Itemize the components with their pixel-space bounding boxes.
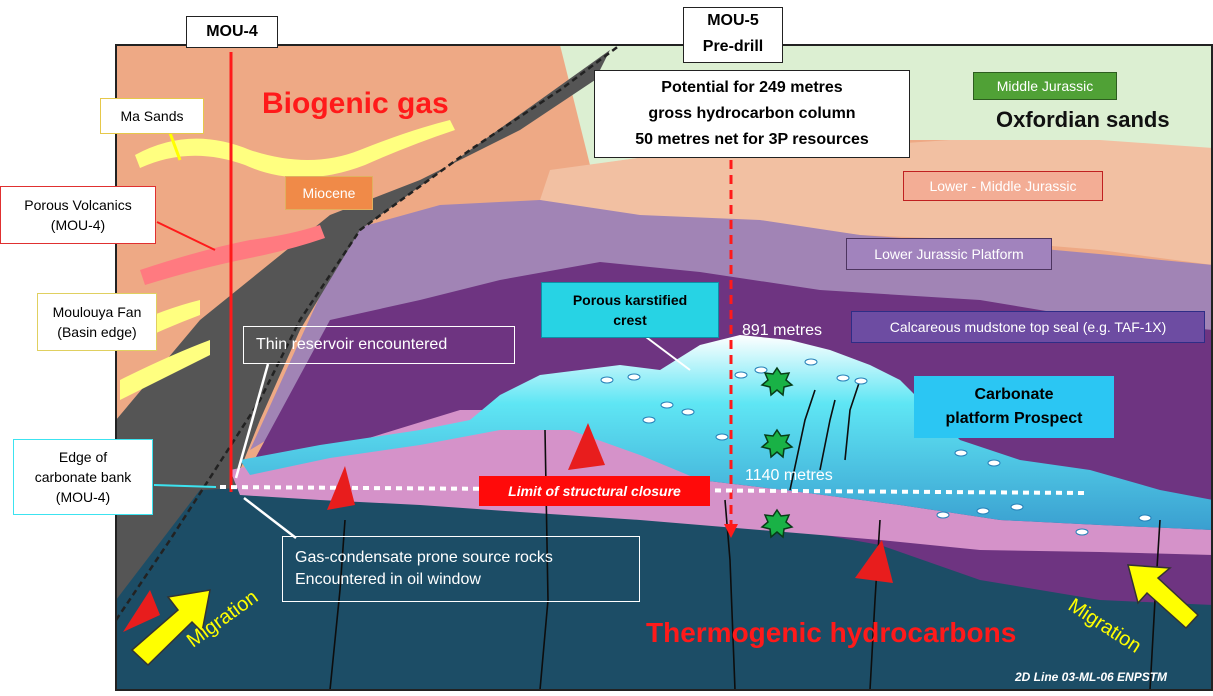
hydrocarbon-markers — [760, 366, 794, 539]
migration-arrow-right — [1127, 564, 1200, 630]
migration-red-arrow-2 — [327, 466, 355, 510]
biogenic-gas-title: Biogenic gas — [262, 87, 449, 120]
edge-carbonate-callout: Edge of carbonate bank (MOU-4) — [13, 439, 153, 515]
volcanics-pointer — [156, 221, 216, 251]
ma-sands-pointer — [168, 132, 182, 161]
main-fault-line — [114, 44, 621, 621]
gas-condensate-pointer — [243, 497, 297, 539]
lower-jurassic-platform-label: Lower Jurassic Platform — [846, 238, 1052, 270]
reservoir-pores — [600, 358, 1152, 536]
gas-condensate-callout: Gas-condensate prone source rocks Encoun… — [282, 536, 640, 602]
frame-border — [115, 44, 1213, 691]
seismic-line-ref: 2D Line 03-ML-06 ENPSTM — [1015, 670, 1168, 684]
lower-middle-jurassic-label: Lower - Middle Jurassic — [903, 171, 1103, 201]
potential-callout: Potential for 249 metres gross hydrocarb… — [594, 70, 910, 158]
miocene-label: Miocene — [285, 176, 373, 210]
moulouya-fan-callout: Moulouya Fan (Basin edge) — [37, 293, 157, 351]
ma-sands-streak — [135, 120, 455, 178]
thin-reservoir-callout: Thin reservoir encountered — [243, 326, 515, 364]
source-rock-drape — [230, 410, 1213, 555]
thin-reservoir-pointer — [234, 363, 270, 479]
well-label-mou5: MOU-5 Pre-drill — [683, 7, 783, 63]
moulouya-fan-streak-2 — [120, 340, 210, 400]
migration-red-arrow-3 — [568, 423, 605, 470]
edge-pointer — [153, 484, 217, 488]
migration-red-arrow-1 — [123, 590, 160, 632]
calcareous-seal-label: Calcareous mudstone top seal (e.g. TAF-1… — [851, 311, 1205, 343]
carbonate-reservoir — [240, 335, 1213, 530]
limit-closure-banner: Limit of structural closure — [479, 476, 710, 506]
porous-volcanics-callout: Porous Volcanics (MOU-4) — [0, 186, 156, 244]
middle-jurassic-label: Middle Jurassic — [973, 72, 1117, 100]
well-label-mou4: MOU-4 — [186, 16, 278, 48]
carbonate-prospect-callout: Carbonate platform Prospect — [914, 376, 1114, 438]
migration-arrow-left — [130, 589, 211, 667]
closure-depth-label: 1140 metres — [745, 467, 833, 484]
oxfordian-sands-label: Oxfordian sands — [996, 107, 1170, 132]
thermogenic-title: Thermogenic hydrocarbons — [646, 617, 1017, 648]
porous-karstified-callout: Porous karstified crest — [541, 282, 719, 338]
migration-red-arrow-4 — [855, 540, 893, 583]
mou5-arrowhead — [724, 524, 738, 538]
crest-depth-label: 891 metres — [742, 322, 823, 339]
ma-sands-callout: Ma Sands — [100, 98, 204, 134]
